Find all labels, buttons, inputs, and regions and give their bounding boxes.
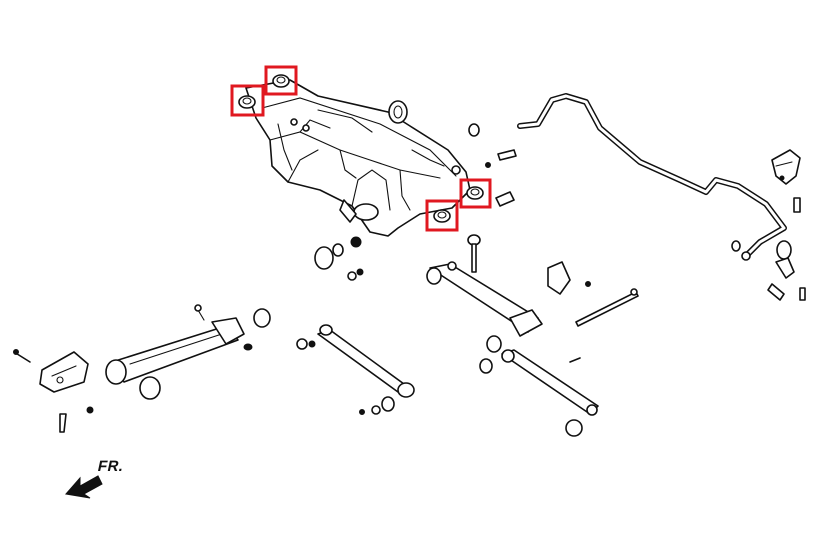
rear-subframe <box>245 79 471 237</box>
knuckle-bracket <box>13 349 94 433</box>
subframe-bolts <box>467 123 517 273</box>
diff-mount-bushings <box>314 236 364 281</box>
sway-bar-bushing <box>767 240 795 301</box>
lateral-link-lower <box>426 261 639 337</box>
highlight-box <box>425 199 459 232</box>
trailing-arm <box>105 304 271 400</box>
sway-bar-hardware <box>731 197 806 301</box>
highlight-box <box>459 178 492 209</box>
highlight-box <box>264 65 298 96</box>
highlight-box <box>230 84 265 117</box>
toe-link <box>479 335 599 437</box>
subframe-bushing-front-right <box>264 65 298 96</box>
rear-sway-bar <box>517 93 787 261</box>
sway-bar-bracket <box>771 149 801 185</box>
lateral-link-upper <box>296 324 415 415</box>
subframe-bushing-front-left <box>230 84 265 117</box>
subframe-bushing-rear-right <box>459 178 492 209</box>
subframe-bushing-rear-left <box>425 199 459 232</box>
front-direction-arrow-icon <box>65 475 103 499</box>
front-direction-label: FR. <box>96 458 126 475</box>
